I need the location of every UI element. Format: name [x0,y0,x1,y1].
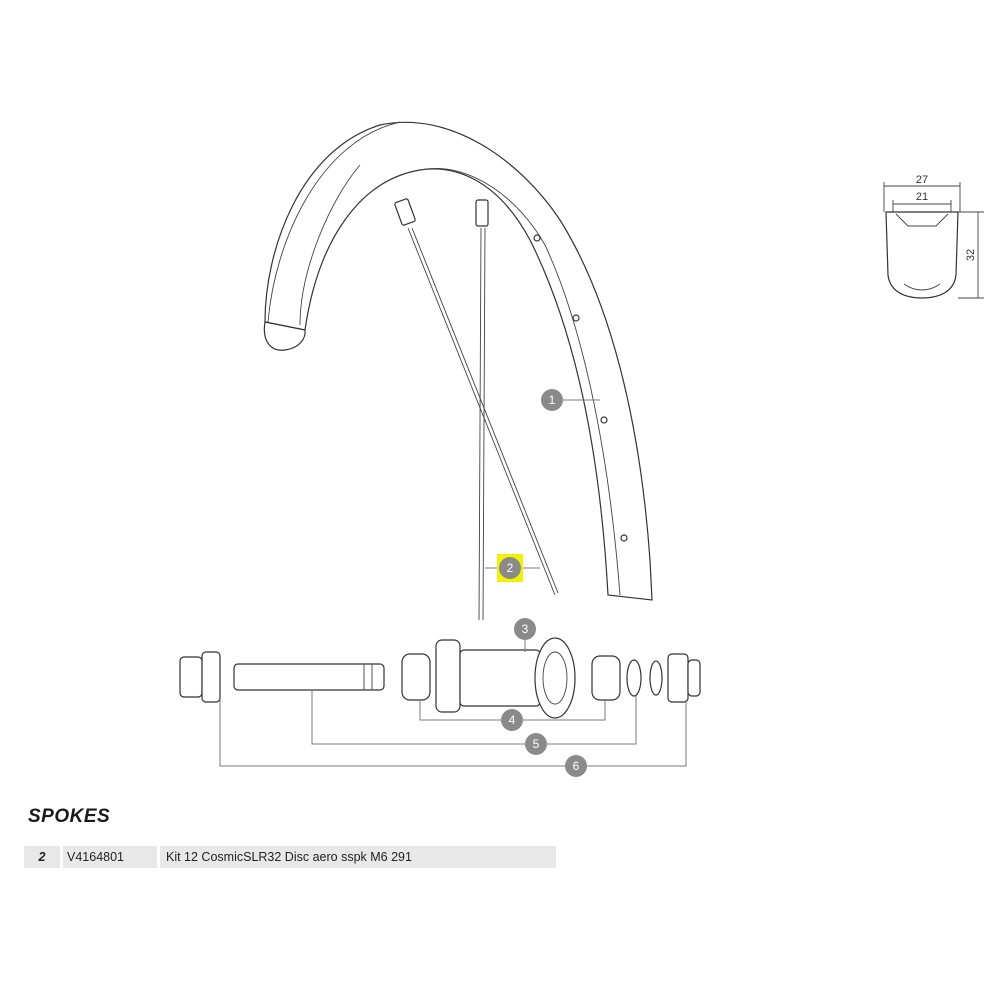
callout-5[interactable]: 5 [525,733,547,755]
exploded-wheel-diagram: 1 2 3 4 5 6 27 21 32 [179,121,984,777]
callout-6[interactable]: 6 [565,755,587,777]
svg-text:6: 6 [573,759,580,773]
dim-outer-width: 27 [916,174,928,186]
svg-text:3: 3 [522,622,529,636]
callout-3[interactable]: 3 [514,618,536,640]
svg-text:4: 4 [509,713,516,727]
callout-4[interactable]: 4 [501,709,523,731]
section-title: SPOKES [28,806,111,827]
parts-table-row[interactable]: 2 V4164801 Kit 12 CosmicSLR32 Disc aero … [24,846,556,868]
dim-height: 32 [965,249,977,261]
svg-text:1: 1 [549,393,556,407]
dim-inner-width: 21 [916,191,928,203]
rim-profile: 27 21 32 [883,174,984,299]
callout-1[interactable]: 1 [541,389,563,411]
svg-text:5: 5 [533,737,540,751]
rim [263,121,653,601]
hub-assembly [179,637,701,719]
callout-2[interactable]: 2 [499,557,521,579]
part-reference: V4164801 [60,846,157,868]
spokes [394,198,559,621]
svg-text:2: 2 [507,561,514,575]
part-description: Kit 12 CosmicSLR32 Disc aero sspk M6 291 [157,846,556,868]
part-number: 2 [38,850,46,864]
